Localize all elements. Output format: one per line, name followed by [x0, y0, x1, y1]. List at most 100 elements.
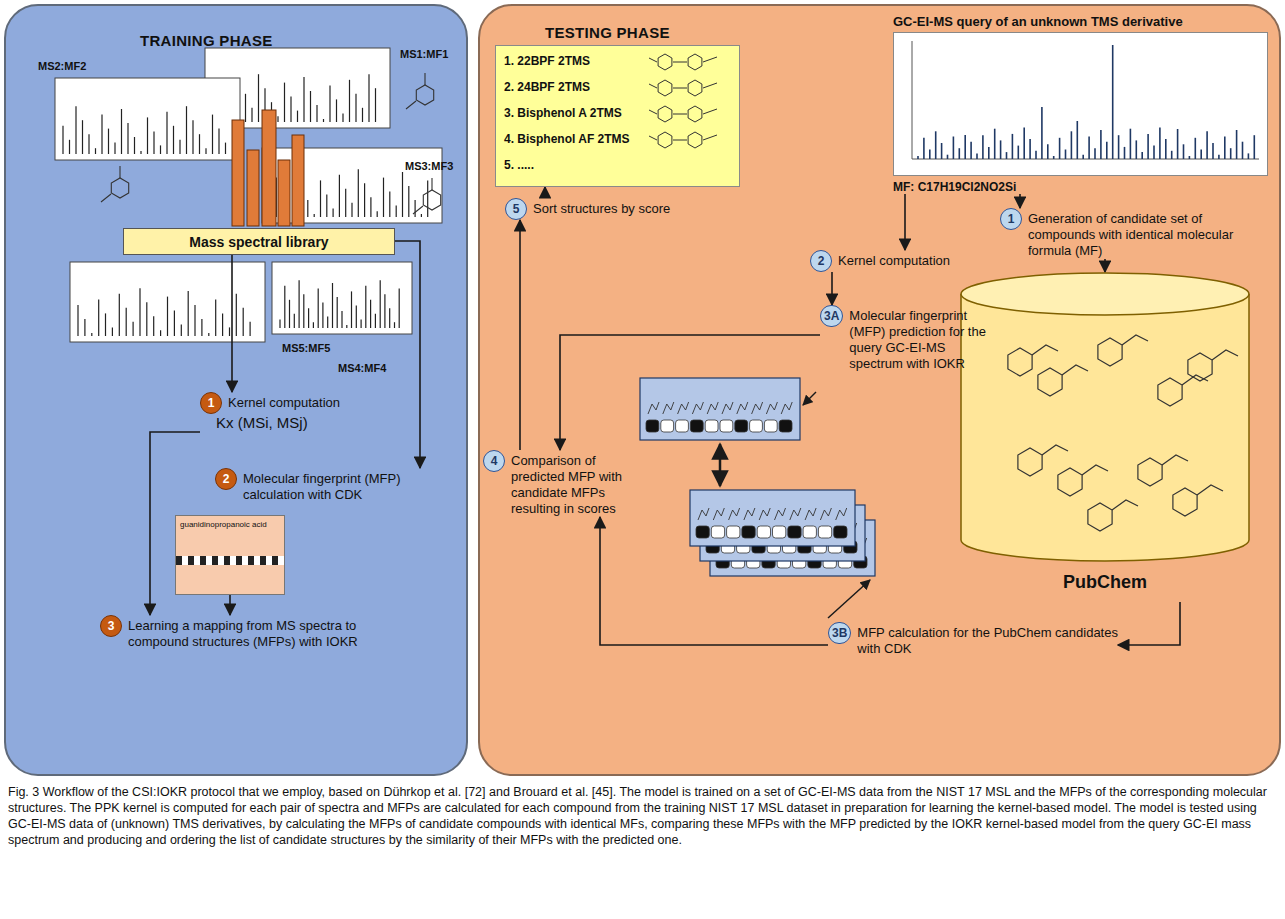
drawing-stroke [167, 297, 168, 336]
step-text: Comparison of predicted MFP with candida… [511, 453, 638, 517]
drawing-stroke [133, 322, 134, 336]
drawing-stroke [1012, 134, 1014, 159]
drawing-stroke [766, 402, 777, 414]
drawing-stroke [663, 402, 674, 414]
drawing-stroke [370, 300, 371, 328]
step-body: MFP calculation for the PubChem candidat… [857, 622, 1118, 657]
drawing-stroke [923, 138, 925, 159]
drawing-stroke [648, 402, 659, 414]
candidate-arrow [828, 580, 870, 618]
drawing-stroke [101, 166, 120, 202]
drawing-stroke [389, 192, 390, 217]
drawing-stroke [649, 57, 717, 62]
drawing-stroke [1248, 153, 1250, 159]
process-step: 2Molecular fingerprint (MFP) calculation… [215, 468, 430, 503]
drawing-stroke [754, 523, 765, 535]
fingerprint-bit [834, 526, 847, 538]
drawing-stroke [1006, 152, 1008, 159]
drawing-stroke [718, 538, 729, 550]
flow-arrow [231, 255, 233, 392]
database-name: PubChem [960, 572, 1250, 593]
fingerprint-panel [710, 520, 875, 576]
drawing-stroke [1000, 140, 1002, 159]
drawing-stroke [95, 148, 96, 154]
drawing-stroke [790, 508, 801, 520]
fingerprint-bit [783, 541, 796, 553]
drawing-stroke [1088, 137, 1090, 160]
fingerprint-bit [750, 420, 763, 432]
figure-caption: Fig. 3 Workflow of the CSI:IOKR protocol… [8, 784, 1276, 848]
drawing-stroke [318, 289, 319, 328]
molecular-formula: MF: C17H19Cl2NO2Si [893, 180, 1268, 194]
flow-arrow [1118, 602, 1180, 645]
drawing-stroke [277, 116, 278, 122]
drawing-stroke [1098, 338, 1122, 366]
fingerprint-bit [813, 541, 826, 553]
drawing-stroke [769, 523, 780, 535]
drawing-stroke [1047, 144, 1049, 159]
process-step: 3AMolecular fingerprint (MFP) prediction… [820, 305, 995, 372]
drawing-stroke [329, 85, 330, 122]
drawing-stroke [1041, 107, 1043, 159]
drawing-stroke [810, 538, 821, 550]
drawing-stroke [276, 178, 277, 217]
drawing-stroke [649, 135, 717, 140]
drawing-stroke [108, 129, 109, 154]
flow-arrow [229, 595, 231, 615]
drawing-stroke [1062, 365, 1088, 375]
drawing-stroke [413, 178, 432, 214]
drawing-stroke [238, 80, 239, 122]
drawing-stroke [1177, 129, 1179, 159]
drawing-stroke [415, 200, 416, 217]
drawing-stroke [245, 94, 246, 122]
process-step: 2Kernel computation [810, 250, 970, 272]
drawing-stroke [192, 120, 193, 154]
drawing-stroke [219, 85, 220, 122]
drawing-stroke [961, 273, 1249, 315]
drawing-stroke [698, 508, 709, 520]
drawing-stroke [729, 508, 740, 520]
drawing-stroke [836, 508, 847, 520]
drawing-stroke [935, 131, 937, 159]
step-text: Generation of candidate set of compounds… [1028, 211, 1255, 259]
fingerprint-panel [700, 505, 865, 561]
drawing-stroke [160, 330, 161, 336]
fingerprint-bit [727, 526, 740, 538]
fingerprint-bit [720, 420, 733, 432]
drawing-stroke [1136, 140, 1138, 159]
drawing-stroke [232, 113, 233, 122]
step-body: Learning a mapping from MS spectra to co… [128, 615, 410, 650]
drawing-stroke [1122, 335, 1148, 345]
drawing-stroke [370, 197, 371, 217]
structure-drawings [625, 48, 735, 188]
drawing-stroke [297, 111, 298, 122]
drawing-stroke [1035, 151, 1037, 159]
drawing-stroke [1058, 468, 1082, 496]
step-number: 4 [483, 450, 505, 472]
drawing-stroke [314, 214, 315, 217]
drawing-stroke [912, 41, 1259, 159]
fingerprint-bit [808, 556, 821, 568]
drawing-stroke [1038, 368, 1062, 396]
drawing-stroke [225, 143, 226, 154]
drawing-stroke [351, 203, 352, 217]
spectrum-frame [205, 48, 390, 128]
drawing-stroke [1159, 127, 1161, 159]
drawing-stroke [1017, 146, 1019, 159]
drawing-stroke [215, 299, 216, 336]
drawing-stroke [840, 538, 851, 550]
fingerprint-bit [757, 526, 770, 538]
drawing-stroke [294, 314, 295, 328]
drawing-stroke [394, 322, 395, 328]
drawing-stroke [958, 148, 960, 159]
drawing-stroke [236, 294, 237, 336]
query-spectrum-box: GC-EI-MS query of an unknown TMS derivat… [893, 14, 1268, 194]
drawing-stroke [284, 83, 285, 122]
phase-title: TRAINING PHASE [140, 32, 273, 49]
fingerprint-bit [646, 420, 659, 432]
drawing-stroke [1059, 138, 1061, 159]
process-step: 3Learning a mapping from MS spectra to c… [100, 615, 410, 650]
drawing-stroke [205, 148, 206, 154]
drawing-stroke [84, 319, 85, 336]
drawing-stroke [375, 88, 376, 122]
